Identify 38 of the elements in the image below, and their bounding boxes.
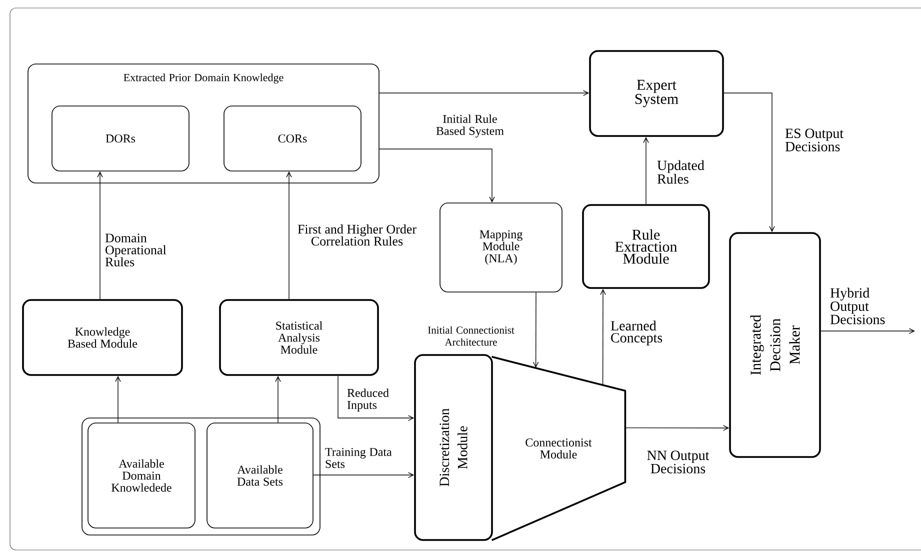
arrow	[379, 148, 495, 203]
arrow	[379, 90, 590, 96]
group-box	[82, 418, 320, 536]
arrow	[286, 171, 292, 300]
edge-label: Hybrid Output Decisions	[830, 288, 885, 324]
arrow	[624, 425, 730, 431]
rounded-box: Available Domain Knowledede	[88, 422, 196, 528]
edge-label: Initial Connectionist Architecture	[428, 326, 514, 346]
module-box: Rule Extraction Module	[582, 204, 710, 289]
arrow	[338, 376, 414, 421]
arrow	[97, 171, 103, 300]
arrow	[724, 92, 775, 232]
edge-label: NN Output Decisions	[647, 450, 710, 474]
arrow	[643, 136, 649, 204]
module-box: Integrated Decision Maker	[729, 232, 821, 458]
arrow	[532, 292, 539, 368]
module-box: Statistical Analysis Module	[219, 299, 379, 376]
module-box: Discretization Module	[414, 354, 493, 541]
edge-label: Reduced Inputs	[347, 388, 389, 412]
edge-label: Training Data Sets	[325, 448, 392, 468]
edge-label: First and Higher Order Correlation Rules	[298, 224, 416, 246]
arrow	[313, 472, 414, 478]
trapezoid-box: Connectionist Module	[491, 356, 626, 542]
arrow	[275, 376, 281, 423]
edge-label: Initial Rule Based System	[436, 114, 504, 138]
arrow	[820, 328, 915, 334]
arrow	[115, 376, 121, 423]
edge-label: ES Output Decisions	[785, 128, 844, 152]
edge-label: Learned Concepts	[610, 320, 662, 346]
module-box: Knowledge Based Module	[22, 299, 183, 376]
rounded-box: DORs	[52, 106, 190, 172]
rounded-box: Available Data Sets	[206, 422, 314, 528]
rounded-box: CORs	[224, 106, 362, 172]
edge-label: Updated Rules	[657, 160, 704, 184]
module-box: Expert System	[589, 50, 724, 137]
rounded-box: Mapping Module (NLA)	[440, 202, 562, 292]
edge-label: Domain Operational Rules	[105, 234, 166, 266]
arrow	[600, 288, 606, 386]
